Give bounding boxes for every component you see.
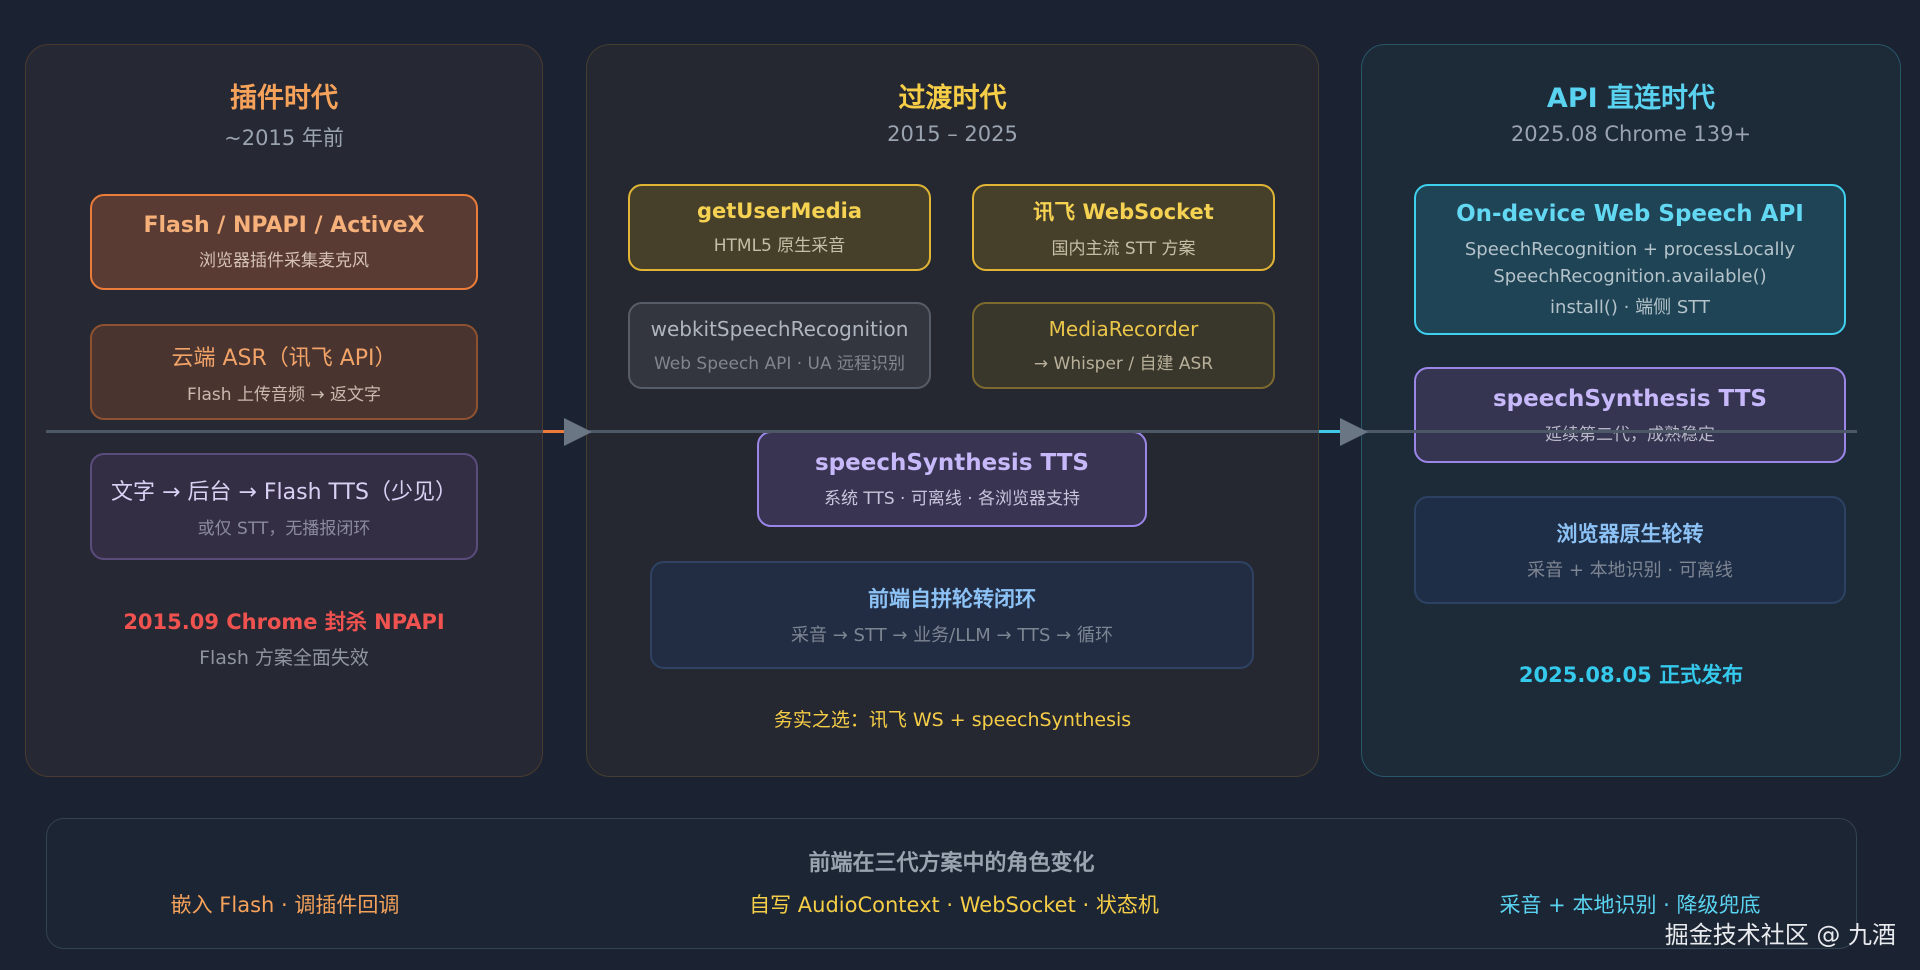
- ondevice-speech-api-title: On-device Web Speech API: [1456, 200, 1804, 227]
- api-era-title: API 直连时代: [1546, 83, 1716, 114]
- ondevice-line-2: SpeechRecognition.available(): [1493, 265, 1767, 287]
- getusermedia-sub: HTML5 原生采音: [713, 236, 846, 256]
- speechsynthesis-sub-right: 延续第二代，成熟稳定: [1545, 424, 1715, 445]
- plugin-era-title: 插件时代: [230, 83, 338, 114]
- npapi-ban-event: 2015.09 Chrome 封杀 NPAPI: [123, 610, 445, 634]
- speechsynthesis-box-mid: speechSynthesis TTS 系统 TTS · 可离线 · 各浏览器支…: [757, 431, 1147, 527]
- cloud-asr-sub: Flash 上传音频 → 返文字: [186, 384, 381, 405]
- xunfei-websocket-box: 讯飞 WebSocket 国内主流 STT 方案: [972, 184, 1275, 271]
- timeline-arrow-2-icon: [1340, 418, 1368, 446]
- flash-npapi-title: Flash / NPAPI / ActiveX: [143, 213, 425, 238]
- timeline-segment-cyan: [1319, 430, 1340, 433]
- cloud-asr-box: 云端 ASR（讯飞 API） Flash 上传音频 → 返文字: [90, 324, 478, 420]
- getusermedia-title: getUserMedia: [696, 199, 862, 223]
- flash-tts-sub: 或仅 STT，无播报闭环: [197, 519, 371, 539]
- role-api-era: 采音 + 本地识别 · 降级兜底: [1499, 893, 1761, 917]
- ondevice-line-3: install() · 端侧 STT: [1550, 296, 1710, 318]
- speechsynthesis-sub-mid: 系统 TTS · 可离线 · 各浏览器支持: [823, 488, 1081, 509]
- pragmatic-choice-note: 务实之选：讯飞 WS + speechSynthesis: [773, 709, 1132, 731]
- mediarecorder-sub: → Whisper / 自建 ASR: [1033, 354, 1214, 374]
- webkit-speech-title: webkitSpeechRecognition: [650, 317, 909, 341]
- npapi-ban-note: Flash 方案全面失效: [199, 647, 369, 669]
- speechsynthesis-box-right: speechSynthesis TTS 延续第二代，成熟稳定: [1414, 367, 1846, 463]
- ondevice-line-1: SpeechRecognition + processLocally: [1464, 238, 1796, 260]
- webkit-speech-box: webkitSpeechRecognition Web Speech API ·…: [628, 302, 931, 389]
- timeline-arrow-1-icon: [564, 418, 592, 446]
- transition-era-title: 过渡时代: [898, 83, 1007, 114]
- transition-era-subtitle: 2015 – 2025: [887, 122, 1018, 146]
- native-loop-sub: 采音 + 本地识别 · 可离线: [1527, 560, 1733, 581]
- native-loop-title: 浏览器原生轮转: [1556, 522, 1704, 546]
- frontend-loop-box: 前端自拼轮转闭环 采音 → STT → 业务/LLM → TTS → 循环: [650, 561, 1254, 669]
- role-change-title: 前端在三代方案中的角色变化: [808, 851, 1095, 876]
- frontend-loop-sub: 采音 → STT → 业务/LLM → TTS → 循环: [791, 625, 1113, 646]
- timeline-axis: [46, 430, 1857, 433]
- getusermedia-box: getUserMedia HTML5 原生采音: [628, 184, 931, 271]
- flash-tts-title: 文字 → 后台 → Flash TTS（少见）: [111, 480, 457, 505]
- flash-tts-box: 文字 → 后台 → Flash TTS（少见） 或仅 STT，无播报闭环: [90, 453, 478, 560]
- frontend-loop-title: 前端自拼轮转闭环: [868, 587, 1036, 611]
- api-era-subtitle: 2025.08 Chrome 139+: [1510, 122, 1752, 146]
- ondevice-speech-api-box: On-device Web Speech API SpeechRecogniti…: [1414, 184, 1846, 335]
- mediarecorder-box: MediaRecorder → Whisper / 自建 ASR: [972, 302, 1275, 389]
- cloud-asr-title: 云端 ASR（讯飞 API）: [171, 345, 397, 371]
- flash-npapi-box: Flash / NPAPI / ActiveX 浏览器插件采集麦克风: [90, 194, 478, 290]
- role-transition-era: 自写 AudioContext · WebSocket · 状态机: [749, 893, 1159, 917]
- native-loop-box: 浏览器原生轮转 采音 + 本地识别 · 可离线: [1414, 496, 1846, 604]
- speechsynthesis-title-mid: speechSynthesis TTS: [814, 449, 1089, 476]
- watermark: 掘金技术社区 @ 九酒: [1664, 921, 1896, 949]
- mediarecorder-title: MediaRecorder: [1048, 317, 1199, 341]
- speechsynthesis-title-right: speechSynthesis TTS: [1492, 385, 1767, 412]
- webkit-speech-sub: Web Speech API · UA 远程识别: [653, 354, 906, 374]
- xunfei-websocket-title: 讯飞 WebSocket: [1033, 200, 1214, 224]
- role-plugin-era: 嵌入 Flash · 调插件回调: [170, 893, 400, 917]
- timeline-segment-orange: [543, 430, 566, 433]
- xunfei-websocket-sub: 国内主流 STT 方案: [1051, 239, 1196, 259]
- official-release-event: 2025.08.05 正式发布: [1518, 663, 1744, 687]
- flash-npapi-sub: 浏览器插件采集麦克风: [199, 251, 369, 271]
- role-change-panel: [46, 818, 1857, 949]
- plugin-era-subtitle: ~2015 年前: [224, 126, 344, 150]
